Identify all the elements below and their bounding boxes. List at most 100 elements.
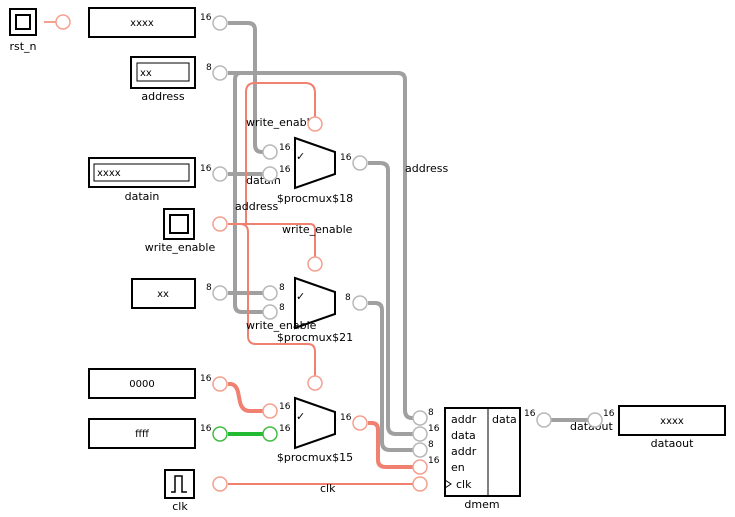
dmem-data-port (412, 426, 428, 442)
mux15-in1-width: 16 (279, 424, 291, 434)
mux18-in0-width: 16 (279, 143, 291, 153)
mux21-name: $procmux$21 (277, 331, 353, 344)
dmem-port-width-3: 16 (428, 456, 440, 466)
mux21-body (294, 276, 336, 330)
wire-address-to-mux21 (228, 71, 272, 314)
dmem-out-label: data (492, 413, 517, 426)
mux-procmux18[interactable]: ✓ $procmux$18 (277, 136, 353, 205)
dmem-addr-port (412, 410, 428, 426)
mux21-out-width: 8 (345, 293, 351, 303)
dmem-out-width: 16 (524, 409, 536, 419)
mux15-sel-port (307, 375, 323, 391)
mux15-check: ✓ (296, 410, 305, 423)
wire-write-enable-b (228, 223, 316, 264)
write-enable-label: write_enable (145, 241, 216, 254)
dmem-name: dmem (464, 498, 499, 511)
dmem-port-width-0: 8 (428, 408, 434, 418)
dataout-width: 16 (603, 409, 615, 419)
datain-port (212, 166, 228, 182)
mux18-check: ✓ (296, 150, 305, 163)
dmem-port-width-1: 16 (428, 424, 440, 434)
mux21-out-port (352, 295, 368, 311)
mux18-out-port (352, 155, 368, 171)
mux18-sel-port (307, 116, 323, 132)
mux-procmux15[interactable]: ✓ $procmux$15 (277, 396, 353, 464)
address-right-wire-label: address (405, 162, 448, 175)
output-dataout[interactable]: xxxx dataout (618, 405, 726, 450)
mux15-in0-width: 16 (279, 402, 291, 412)
mux15-out-width: 16 (340, 413, 352, 423)
clk-wire-label: clk (320, 482, 336, 495)
dmem-en-port (412, 459, 428, 475)
mux18-body (294, 136, 336, 190)
mux21-check: ✓ (296, 290, 305, 303)
dataout-port (587, 412, 603, 428)
address-width: 8 (206, 63, 212, 73)
dmem-block[interactable]: addr data addr en clk data dmem (444, 407, 521, 511)
input-xx-mid[interactable]: xx (131, 278, 196, 309)
input-const-0000[interactable]: 0000 (88, 368, 196, 399)
dmem-port-width-2: 8 (428, 440, 434, 450)
wire-address-bus (228, 71, 420, 420)
mux18-in1-port (262, 166, 278, 182)
wire-write-enable-a (228, 82, 316, 225)
write-enable-port (212, 216, 228, 232)
mux18-in0-port (262, 144, 278, 160)
mux21-sel-label: write_enable (282, 223, 353, 236)
mux15-in0-port (262, 403, 278, 419)
wires (44, 21, 595, 485)
input-const-ffff[interactable]: ffff (88, 418, 196, 449)
datain-label: datain (125, 190, 160, 203)
mux-procmux21[interactable]: ✓ $procmux$21 (277, 276, 353, 344)
dmem-port-label-1: data (451, 429, 476, 442)
mux18-in1-width: 16 (279, 165, 291, 175)
address-value: xx (140, 68, 152, 79)
dmem-addr2-port (412, 442, 428, 458)
const-ffff-port (212, 426, 228, 442)
const-0000-port (212, 376, 228, 392)
dmem-body (444, 407, 521, 497)
input-clk[interactable]: clk (164, 469, 195, 513)
mux18-out-width: 16 (340, 153, 352, 163)
clk-label: clk (172, 500, 188, 513)
mux15-out-port (352, 415, 368, 431)
datain-value: xxxx (97, 168, 121, 179)
wire-mux18-out (368, 161, 420, 436)
rst-n-label: rst_n (9, 40, 36, 53)
mux18-sel-label: write_enable (246, 116, 317, 129)
xxxx-top-value: xxxx (130, 18, 154, 29)
input-xxxx-top[interactable]: xxxx (88, 7, 196, 38)
dataout-value: xxxx (660, 416, 684, 427)
const-ffff-value: ffff (135, 429, 150, 440)
mux21-in0-width: 8 (279, 283, 285, 293)
write-enable-mid-wire-label: write_enable (246, 319, 317, 332)
input-datain[interactable]: xxxx datain (88, 157, 196, 203)
dmem-port-label-4: clk (456, 478, 472, 491)
mux15-in1-port (262, 426, 278, 442)
dataout-label: dataout (651, 437, 694, 450)
input-address[interactable]: xx address (130, 56, 196, 103)
wire-mux21-out (368, 301, 420, 452)
xxxx-top-width: 16 (200, 13, 212, 23)
address-label: address (141, 90, 184, 103)
xx-mid-port (212, 285, 228, 301)
clk-port (212, 476, 228, 492)
input-rst-n[interactable]: rst_n (9, 8, 37, 53)
clock-waveform-icon (171, 475, 187, 493)
mux18-name: $procmux$18 (277, 192, 353, 205)
dmem-port-label-0: addr (451, 413, 477, 426)
input-write-enable[interactable]: write_enable (145, 208, 216, 254)
xx-mid-width: 8 (206, 283, 212, 293)
dmem-clk-port (412, 476, 428, 492)
dmem-port-label-2: addr (451, 445, 477, 458)
datain-width: 16 (200, 164, 212, 174)
dmem-out-port (536, 412, 552, 428)
mux21-sel-port (307, 256, 323, 272)
const-0000-value: 0000 (129, 379, 154, 390)
const-ffff-width: 16 (200, 424, 212, 434)
xx-mid-value: xx (157, 289, 169, 300)
address-left-wire-label: address (235, 200, 278, 213)
mux21-in0-port (262, 285, 278, 301)
address-port (212, 65, 228, 81)
